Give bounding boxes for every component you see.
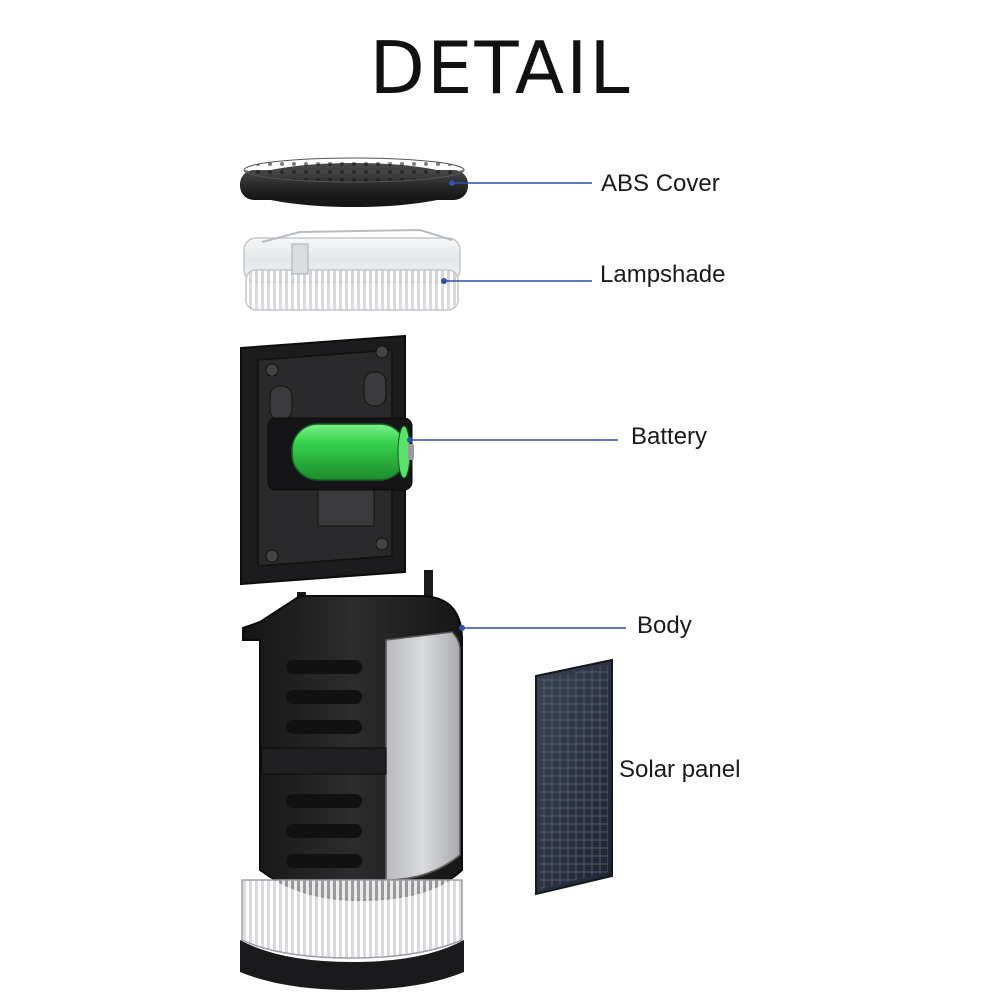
label-solar-panel: Solar panel (619, 756, 740, 784)
label-abs-cover: ABS Cover (601, 170, 720, 198)
body-part (240, 570, 464, 990)
lampshade-part (244, 230, 460, 310)
leader-dot-body (459, 625, 465, 631)
leader-dot-lampshade (441, 278, 447, 284)
leader-dot-battery (407, 437, 413, 443)
solar-panel-part (536, 660, 612, 894)
battery-cell (292, 424, 414, 480)
label-battery: Battery (631, 423, 707, 451)
label-lampshade: Lampshade (600, 261, 725, 289)
leader-dot-abs-cover (449, 180, 455, 186)
label-body: Body (637, 612, 692, 640)
abs-cover-part (240, 158, 468, 207)
